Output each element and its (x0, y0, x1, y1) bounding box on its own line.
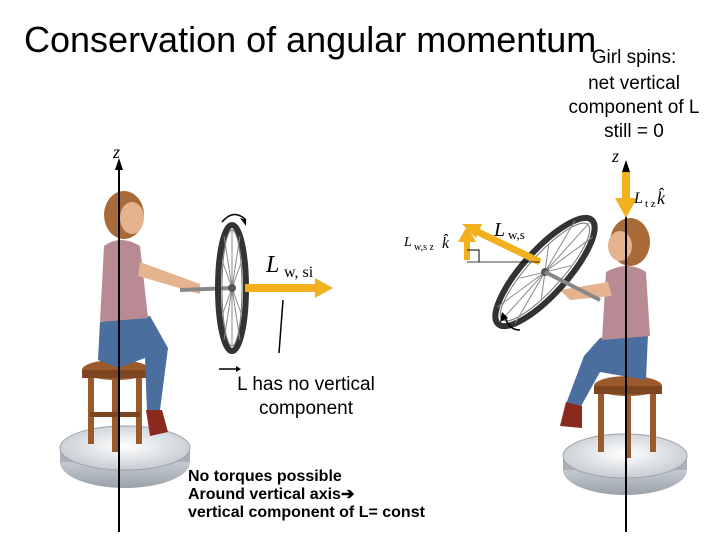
no-vertical-note: L has no vertical component (206, 373, 406, 421)
left-girl-shirt (100, 240, 148, 322)
svg-text:L: L (403, 235, 412, 250)
no-vertical-line-2: component (206, 397, 406, 421)
svg-text:L: L (265, 252, 279, 278)
no-vertical-line-1: L has no vertical (206, 373, 406, 397)
label-l-ws: L w,s (493, 219, 525, 242)
svg-text:L: L (493, 219, 505, 241)
label-l-wsi: L w, si (265, 252, 314, 281)
label-l-tz: L t z k̂ (633, 187, 666, 210)
right-figure (458, 160, 687, 532)
l-wsi-arrow (245, 278, 333, 298)
label-l-wsz: L w,s z k̂ (403, 233, 450, 253)
torque-line-1: No torques possible (188, 468, 425, 486)
torque-note: No torques possible Around vertical axis… (188, 468, 425, 522)
svg-text:w, si: w, si (284, 264, 314, 281)
left-stool (82, 360, 150, 452)
torque-line-2-row: Around vertical axis➔ (188, 486, 425, 504)
z-label-left: z (112, 142, 120, 162)
right-girl-face (608, 231, 632, 261)
svg-text:w,s z: w,s z (414, 242, 434, 253)
svg-text:k̂: k̂ (657, 187, 666, 208)
z-label-right: z (611, 146, 619, 166)
svg-text:L: L (633, 190, 643, 207)
right-girl-shoes (560, 402, 582, 428)
left-platform (60, 426, 190, 488)
torque-line-3: vertical component of L= const (188, 504, 425, 522)
svg-text:t z: t z (645, 198, 656, 210)
right-girl-jeans (566, 334, 648, 408)
svg-text:w,s: w,s (508, 227, 525, 242)
svg-text:k̂: k̂ (442, 233, 450, 252)
left-wheel (218, 225, 246, 351)
right-arrow-icon: ➔ (341, 486, 354, 503)
torque-line-2: Around vertical axis (188, 486, 341, 503)
left-girl-face (120, 202, 144, 234)
